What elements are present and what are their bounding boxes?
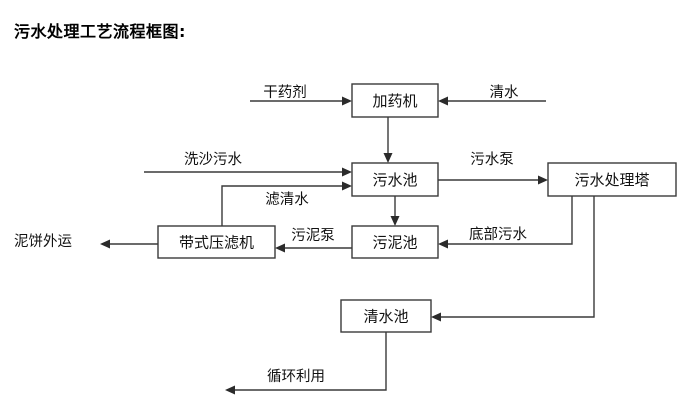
edge-label-recycle: 循环利用	[267, 368, 325, 385]
edge-filtrate-to-sewage	[221, 181, 352, 226]
node-belt-filter-press-label: 带式压滤机	[179, 234, 254, 252]
edge-clear-to-recycle	[225, 332, 387, 395]
edge-sand-wash-to-sewage	[144, 167, 352, 177]
edge-belt-to-mud-cake	[100, 239, 158, 249]
node-clear-water-pool[interactable]: 清水池	[340, 299, 432, 333]
edge-label-dry-agent: 干药剂	[263, 84, 307, 101]
edge-dosing-to-sewage	[383, 117, 393, 163]
node-dosing-machine[interactable]: 加药机	[351, 83, 439, 118]
node-sludge-pool[interactable]: 污泥池	[351, 225, 439, 259]
page-title: 污水处理工艺流程框图:	[14, 22, 186, 41]
edge-sewage-pump-to-tower	[438, 175, 548, 185]
node-sewage-pool-label: 污水池	[372, 171, 417, 189]
edge-label-sewage-pump: 污水泵	[470, 151, 514, 168]
terminal-label-mud-cake-out: 泥饼外运	[14, 233, 72, 250]
node-treatment-tower-label: 污水处理塔	[574, 171, 649, 189]
edge-sludge-pump-to-belt	[275, 243, 352, 253]
node-clear-water-pool-label: 清水池	[363, 308, 408, 326]
edge-tower-to-clear	[431, 196, 595, 322]
edge-label-clean-water: 清水	[490, 84, 519, 101]
edge-sewage-to-sludge	[390, 196, 400, 226]
edge-label-filtrate: 滤清水	[265, 191, 309, 208]
edge-label-sand-wash-sewage: 洗沙污水	[184, 151, 242, 168]
edge-dry-agent-to-dosing	[250, 96, 352, 106]
edge-label-sludge-pump: 污泥泵	[291, 227, 335, 244]
node-sludge-pool-label: 污泥池	[372, 234, 417, 252]
node-belt-filter-press[interactable]: 带式压滤机	[157, 225, 276, 259]
edge-clean-water-to-dosing	[438, 96, 546, 106]
edge-label-bottom-sewage: 底部污水	[469, 226, 527, 243]
node-dosing-machine-label: 加药机	[372, 92, 417, 110]
node-sewage-pool[interactable]: 污水池	[351, 162, 439, 197]
edge-bottom-sewage-to-sludge	[438, 196, 573, 249]
node-treatment-tower[interactable]: 污水处理塔	[547, 162, 677, 197]
